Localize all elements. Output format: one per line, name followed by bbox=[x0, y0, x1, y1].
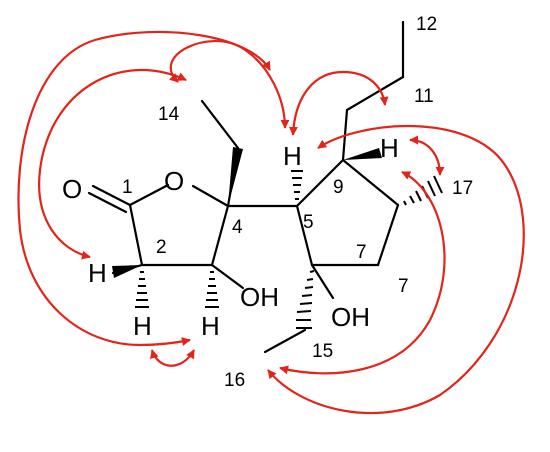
bond-c3-c4 bbox=[210, 204, 230, 267]
locant-9: 9 bbox=[333, 177, 344, 198]
atom-h-c2-down: H bbox=[133, 311, 152, 341]
hash-c5-h bbox=[291, 170, 303, 200]
atom-h-c5: H bbox=[283, 141, 302, 171]
bond-oring-c4 bbox=[191, 184, 230, 208]
locant-1: 1 bbox=[122, 177, 133, 198]
locant-14: 14 bbox=[158, 104, 180, 125]
bond-c6-oh bbox=[310, 263, 335, 300]
wedge-c9-h bbox=[343, 148, 382, 160]
arrow-h2-h3 bbox=[150, 349, 195, 367]
atom-h-c2-left: H bbox=[88, 258, 107, 288]
locant-4: 4 bbox=[232, 217, 243, 238]
bond-c3-oh bbox=[210, 263, 245, 290]
atom-o-carbonyl: O bbox=[62, 174, 82, 204]
locant-5: 5 bbox=[303, 212, 314, 233]
hash-c6-c15 bbox=[296, 270, 315, 329]
locant-7: 7 bbox=[356, 242, 367, 263]
locant-7b: 7 bbox=[398, 276, 409, 297]
arrow-h14-h2b bbox=[17, 30, 271, 347]
arrow-h9-h17 bbox=[409, 135, 445, 176]
bond-c1-c2 bbox=[128, 203, 144, 267]
bond-c8-c7 bbox=[376, 203, 400, 267]
wedge-c2-h bbox=[112, 265, 142, 278]
atom-oh-c6: OH bbox=[331, 302, 370, 332]
arrow-h9-h16-inner bbox=[279, 171, 446, 375]
locant-12: 12 bbox=[416, 14, 437, 35]
locant-11: 11 bbox=[414, 86, 434, 107]
correlation-arrows bbox=[17, 30, 525, 415]
bond-c9-c8 bbox=[341, 158, 400, 207]
locant-15: 15 bbox=[312, 341, 333, 362]
bond-c1-oring bbox=[128, 183, 170, 207]
atom-oh-c3: OH bbox=[240, 282, 279, 312]
arrow-h5-h16-outer bbox=[267, 124, 525, 415]
bond-c10-c11 bbox=[345, 75, 405, 112]
bond-c1-ocarbonyl-2 bbox=[87, 191, 128, 214]
locant-2: 2 bbox=[156, 237, 167, 258]
atom-h-c9: H bbox=[380, 133, 399, 163]
locant-16: 16 bbox=[224, 370, 245, 391]
arrow-h14-h2a bbox=[38, 69, 187, 260]
wedge-c4-c13 bbox=[228, 147, 243, 206]
arrow-h14-h5 bbox=[169, 39, 290, 129]
atom-h-c3: H bbox=[201, 311, 220, 341]
hash-c3-h bbox=[205, 271, 219, 308]
hash-c2-h bbox=[135, 271, 149, 308]
wedge-bonds bbox=[112, 147, 382, 278]
bond-c13-c14 bbox=[200, 99, 240, 150]
atom-o-ring: O bbox=[164, 166, 184, 196]
arrow-h5-h11 bbox=[288, 70, 389, 136]
locant-17: 17 bbox=[452, 178, 473, 199]
bond-c15-c16 bbox=[263, 328, 307, 354]
